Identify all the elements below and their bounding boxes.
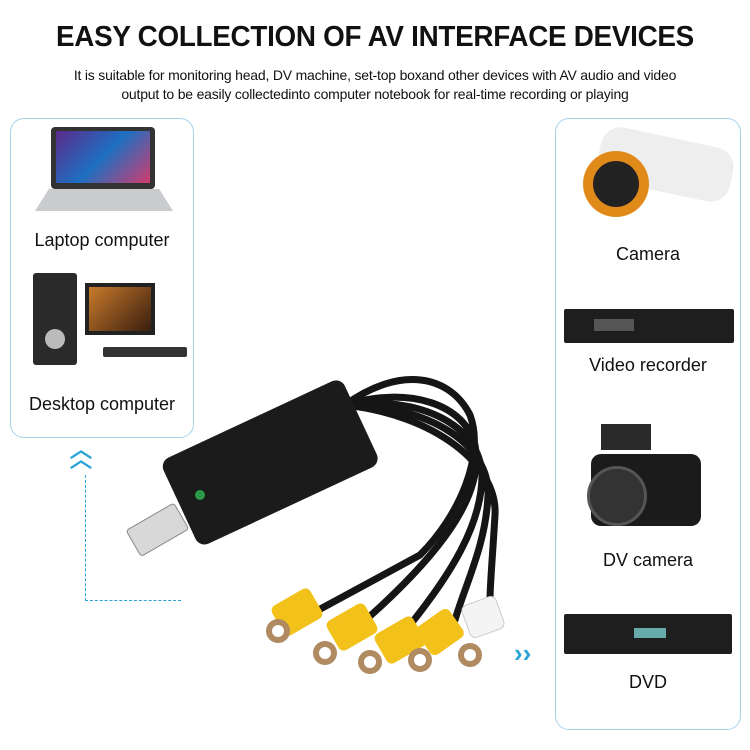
dvd-player-icon xyxy=(564,614,732,654)
subtitle: It is suitable for monitoring head, DV m… xyxy=(0,66,750,104)
device-label: Video recorder xyxy=(589,355,707,375)
device-body xyxy=(162,380,378,545)
device-label: DV camera xyxy=(602,550,694,570)
chevron-right-icon: ›› xyxy=(514,638,532,668)
security-camera-icon xyxy=(568,123,738,227)
rca-yellow-4 xyxy=(408,608,464,672)
rca-connectors xyxy=(266,588,505,674)
subtitle-line: output to be easily collectedinto comput… xyxy=(121,86,629,102)
device-label: Desktop computer xyxy=(28,394,176,414)
dv-camera-icon xyxy=(587,424,711,534)
video-recorder-icon xyxy=(564,309,734,343)
usb-capture-device xyxy=(126,376,505,674)
device-label: DVD xyxy=(628,672,667,692)
device-label: Camera xyxy=(615,244,681,264)
cables xyxy=(296,376,499,629)
device-label: Laptop computer xyxy=(34,230,170,250)
usb-plug xyxy=(126,503,189,556)
subtitle-line: It is suitable for monitoring head, DV m… xyxy=(73,67,677,83)
laptop-icon xyxy=(35,127,173,217)
source-devices-panel: Laptop computer Desktop computer xyxy=(10,118,194,438)
chevron-up-icon: ︿︿ xyxy=(70,437,93,472)
desktop-icon xyxy=(33,267,187,367)
flow-line xyxy=(85,475,181,601)
rca-yellow-1 xyxy=(266,588,323,643)
status-led xyxy=(195,490,205,500)
output-devices-panel: Camera Video recorder DV camera DVD xyxy=(555,118,741,730)
rca-yellow-2 xyxy=(313,603,378,665)
rca-white xyxy=(458,596,505,667)
page-title: EASY COLLECTION OF AV INTERFACE DEVICES xyxy=(56,21,694,53)
